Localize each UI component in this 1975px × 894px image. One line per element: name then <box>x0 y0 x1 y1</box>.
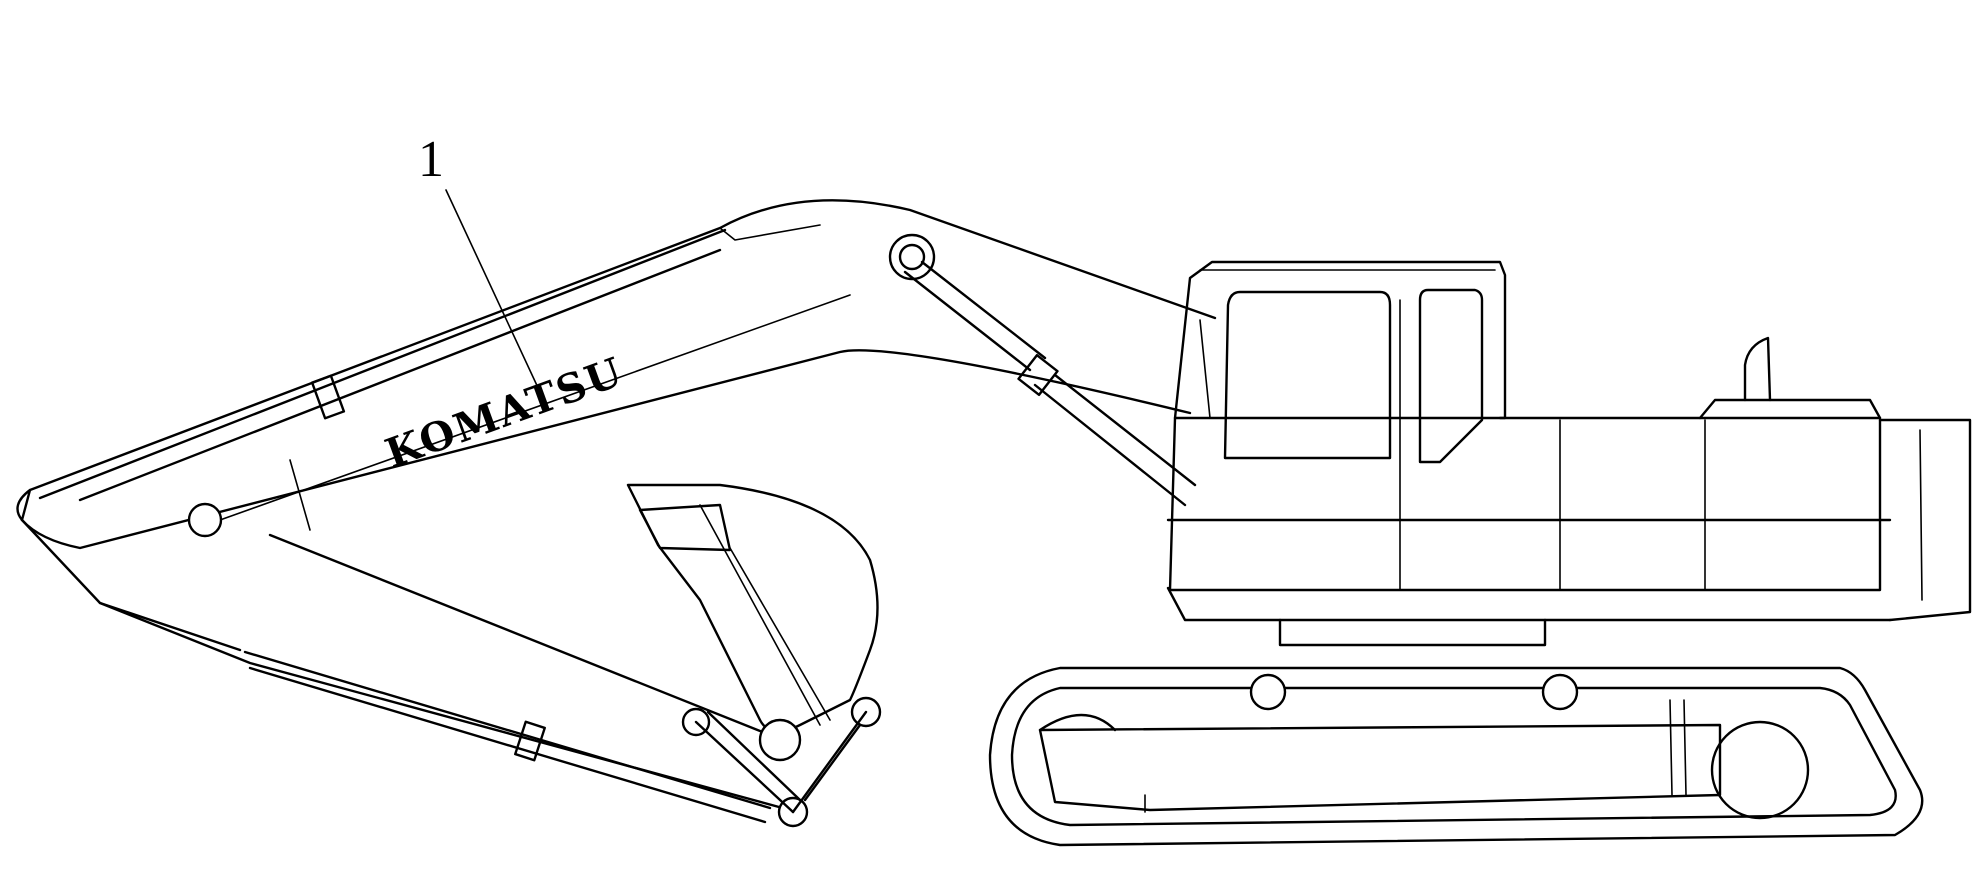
upper-structure <box>1166 260 1972 647</box>
arm <box>20 502 792 824</box>
track-outer <box>988 666 1924 847</box>
carrier-roller-rear <box>1541 673 1579 711</box>
undercarriage <box>988 666 1924 847</box>
bucket-linkage <box>681 696 882 828</box>
sprocket <box>1710 720 1810 820</box>
bucket <box>626 483 879 733</box>
callout-number: 1 <box>418 131 444 188</box>
boom <box>16 199 1217 550</box>
callout-leader-line <box>445 189 541 393</box>
callout-1: 1 <box>418 131 541 393</box>
track-inner <box>1010 686 1897 827</box>
boom-lift-cylinder <box>888 233 1197 507</box>
cab-door-window <box>1418 288 1484 464</box>
carrier-roller-front <box>1249 673 1287 711</box>
arm-pivot-pin <box>187 502 223 538</box>
cab-front-window <box>1223 290 1392 460</box>
cab <box>1173 260 1507 420</box>
boom-cylinder-upper <box>38 224 821 502</box>
